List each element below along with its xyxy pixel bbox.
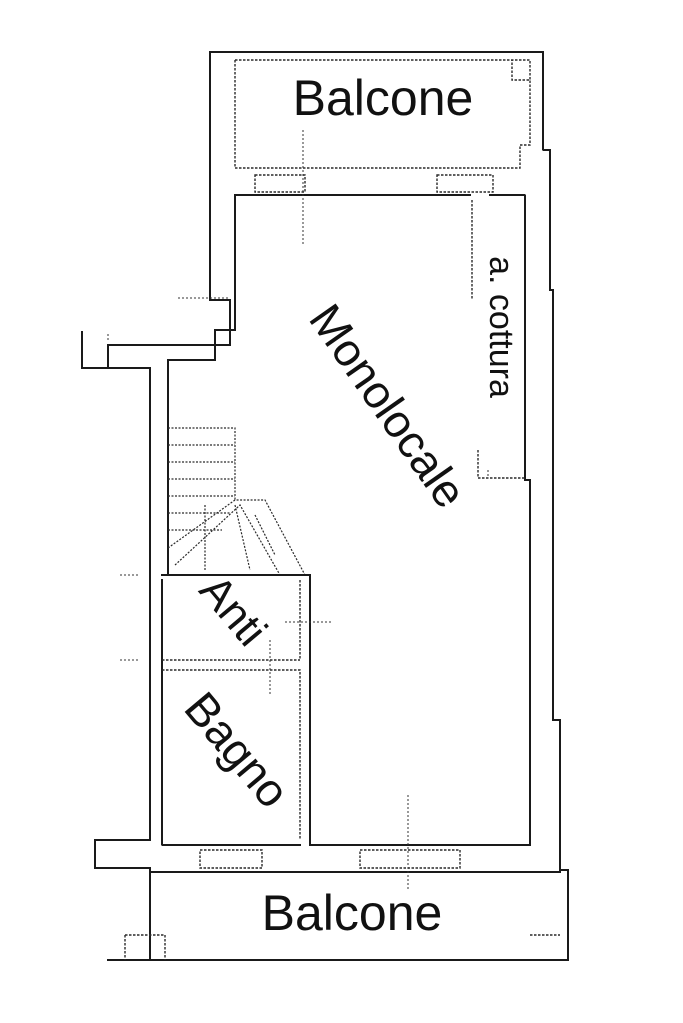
antechamber-label: Anti [190, 566, 276, 656]
kitchen-area-label: a. cottura [482, 256, 520, 398]
bathroom-label: Bagno [175, 682, 300, 817]
main-room-label: Monolocale [299, 295, 477, 518]
kitchen-partition [471, 200, 525, 479]
balcony-top-label: Balcone [293, 70, 474, 126]
reference-lines [107, 130, 489, 890]
staircase [167, 427, 306, 576]
antechamber-walls [161, 574, 311, 846]
balcony-bottom-label: Balcone [262, 885, 443, 941]
outer-walls [81, 51, 569, 961]
